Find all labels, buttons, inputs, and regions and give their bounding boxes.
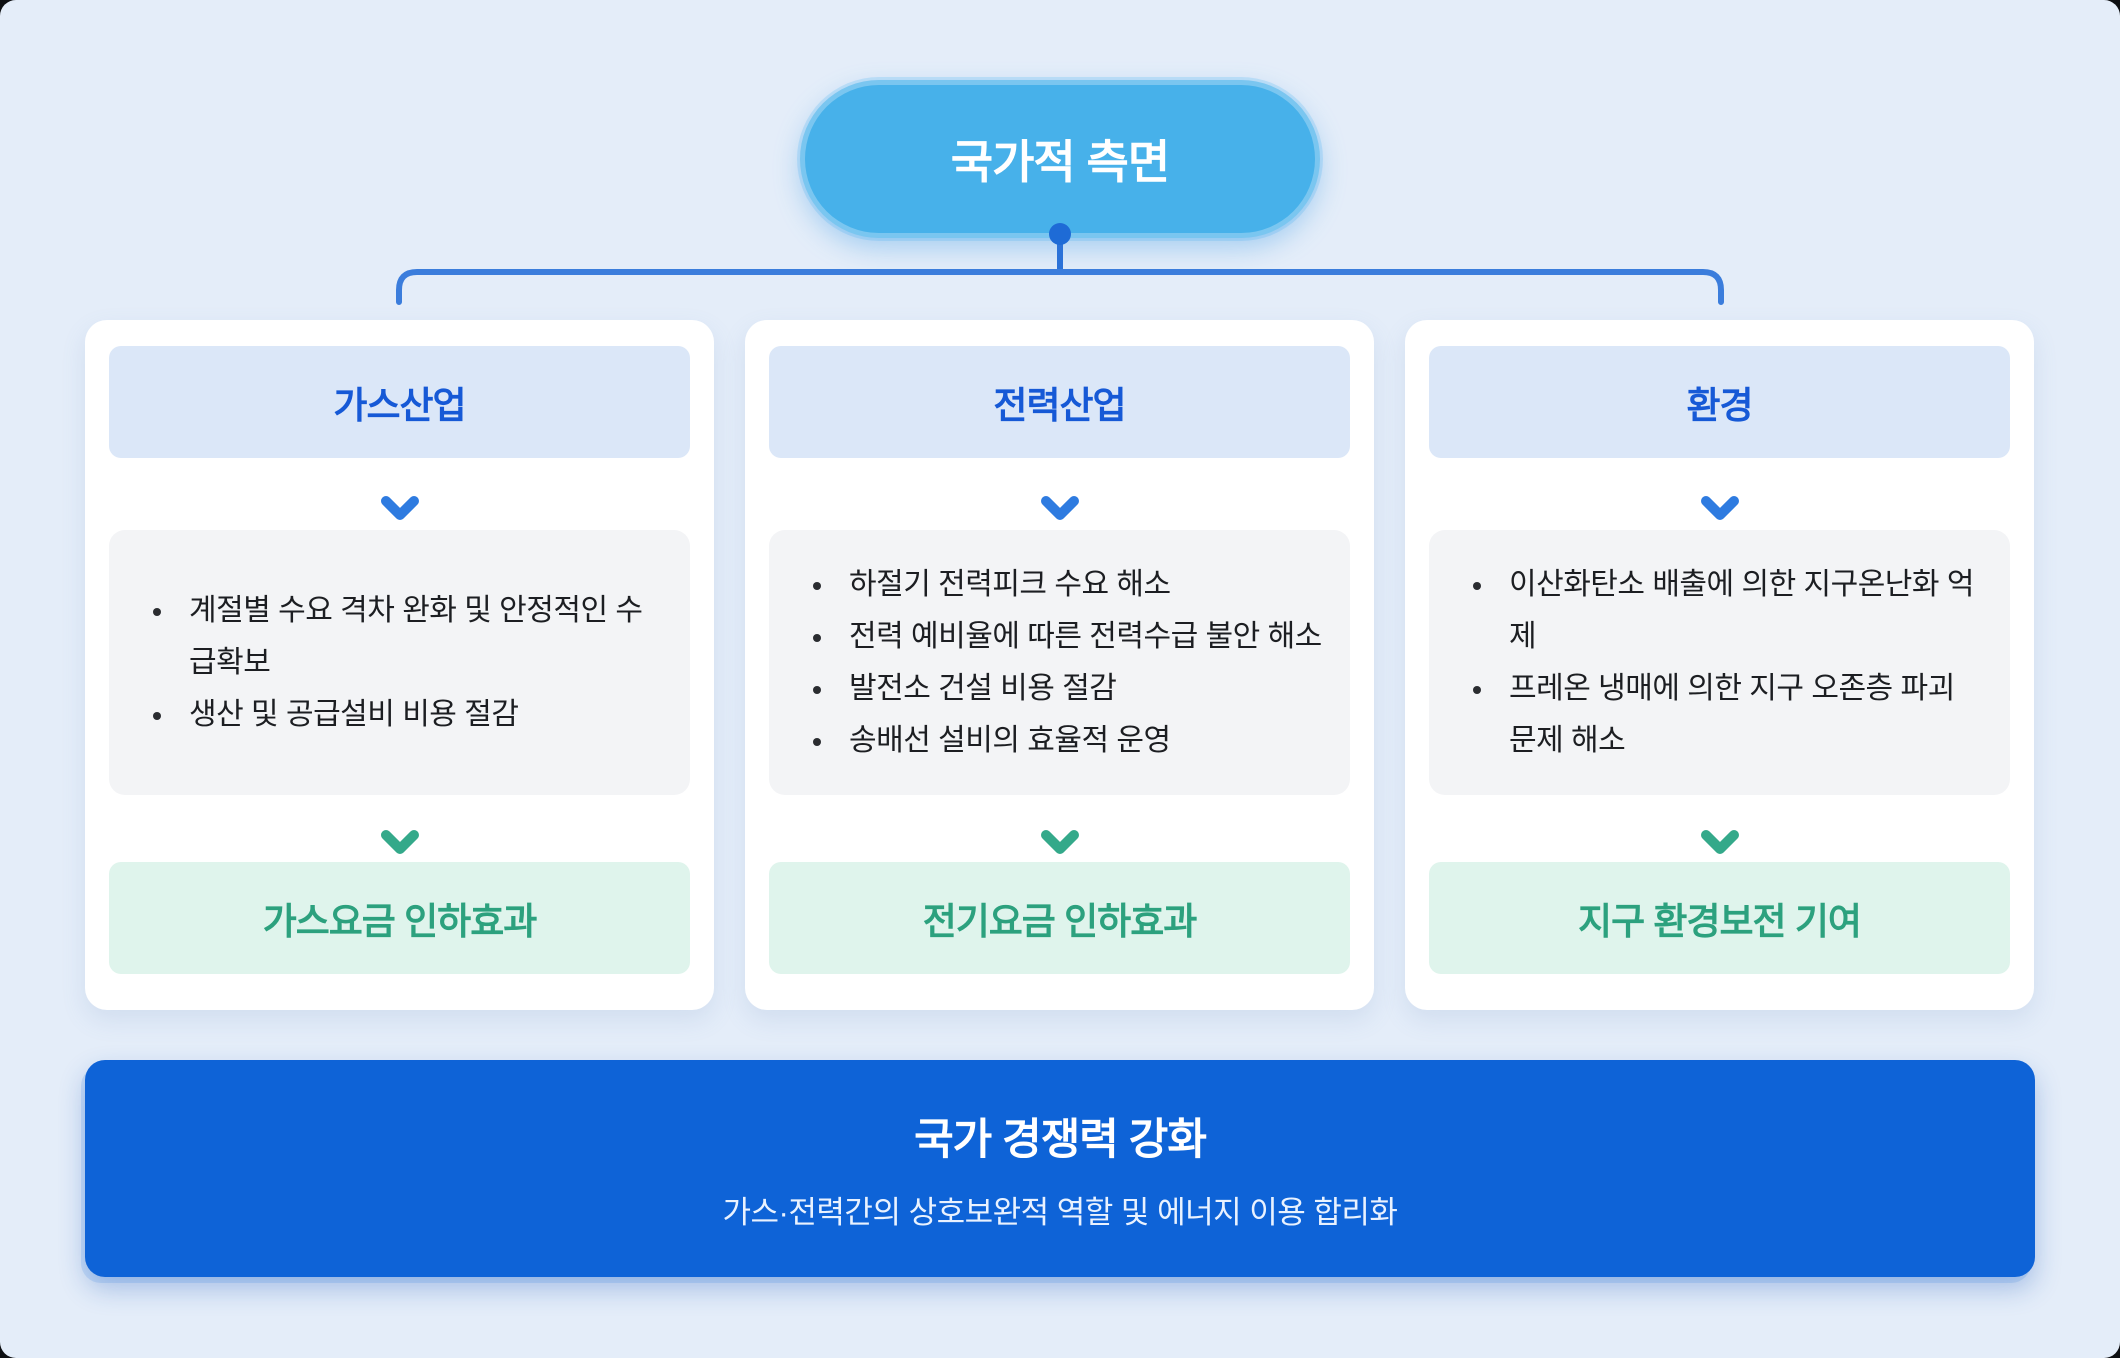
root-node-label: 국가적 측면 <box>950 136 1170 188</box>
bullet-item: 계절별 수요 격차 완화 및 안정적인 수급확보 <box>145 585 662 689</box>
down-arrow-icon <box>380 464 419 520</box>
card-gas-header: 가스산업 <box>109 346 690 458</box>
card-environment-header: 환경 <box>1429 346 2010 458</box>
card-power-result: 전기요금 인하효과 <box>769 862 1350 974</box>
card-power-header: 전력산업 <box>769 346 1350 458</box>
card-gas-industry: 가스산업 계절별 수요 격차 완화 및 안정적인 수급확보 생산 및 공급설비 … <box>85 320 714 1010</box>
card-gas-bullets: 계절별 수요 격차 완화 및 안정적인 수급확보 생산 및 공급설비 비용 절감 <box>109 530 690 795</box>
down-arrow-icon <box>1700 799 1739 854</box>
card-environment: 환경 이산화탄소 배출에 의한 지구온난화 억제 프레온 냉매에 의한 지구 오… <box>1405 320 2034 1010</box>
down-arrow-icon <box>1040 799 1079 854</box>
summary-box: 국가 경쟁력 강화 가스·전력간의 상호보완적 역할 및 에너지 이용 합리화 <box>85 1060 2035 1277</box>
bullet-item: 전력 예비율에 따른 전력수급 불안 해소 <box>805 611 1322 663</box>
card-power-result-label: 전기요금 인하효과 <box>922 901 1198 942</box>
branch-cards-row: 가스산업 계절별 수요 격차 완화 및 안정적인 수급확보 생산 및 공급설비 … <box>85 320 2035 1010</box>
card-power-header-label: 전력산업 <box>993 385 1126 426</box>
bullet-item: 이산화탄소 배출에 의한 지구온난화 억제 <box>1465 559 1982 663</box>
bullet-item: 생산 및 공급설비 비용 절감 <box>145 689 662 741</box>
card-environment-result-label: 지구 환경보전 기여 <box>1578 901 1862 942</box>
bullet-item: 발전소 건설 비용 절감 <box>805 663 1322 715</box>
card-power-industry: 전력산업 하절기 전력피크 수요 해소 전력 예비율에 따른 전력수급 불안 해… <box>745 320 1374 1010</box>
down-arrow-icon <box>1040 464 1079 520</box>
card-environment-header-label: 환경 <box>1686 385 1753 426</box>
card-gas-result: 가스요금 인하효과 <box>109 862 690 974</box>
card-environment-bullets: 이산화탄소 배출에 의한 지구온난화 억제 프레온 냉매에 의한 지구 오존층 … <box>1429 530 2010 795</box>
bullet-item: 프레온 냉매에 의한 지구 오존층 파괴 문제 해소 <box>1465 663 1982 767</box>
card-gas-header-label: 가스산업 <box>333 385 466 426</box>
down-arrow-icon <box>380 799 419 854</box>
card-power-bullets: 하절기 전력피크 수요 해소 전력 예비율에 따른 전력수급 불안 해소 발전소… <box>769 530 1350 795</box>
bullet-item: 하절기 전력피크 수요 해소 <box>805 559 1322 611</box>
card-gas-result-label: 가스요금 인하효과 <box>262 901 538 942</box>
card-environment-result: 지구 환경보전 기여 <box>1429 862 2010 974</box>
root-node: 국가적 측면 <box>800 80 1320 238</box>
down-arrow-icon <box>1700 464 1739 520</box>
summary-title: 국가 경쟁력 강화 <box>914 1116 1207 1164</box>
bullet-item: 송배선 설비의 효율적 운영 <box>805 715 1322 767</box>
summary-subtitle: 가스·전력간의 상호보완적 역할 및 에너지 이용 합리화 <box>722 1195 1398 1230</box>
